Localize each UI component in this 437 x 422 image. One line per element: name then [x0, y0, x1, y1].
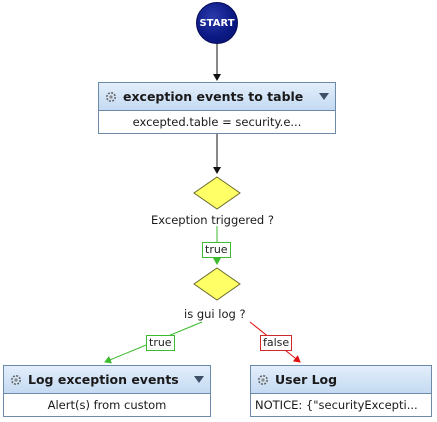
edge-label-true: true: [146, 335, 175, 351]
node-body: excepted.table = security.e...: [132, 115, 302, 129]
node-title: Log exception events: [28, 372, 179, 387]
chevron-down-icon[interactable]: [194, 376, 204, 383]
start-label: START: [199, 17, 235, 29]
gear-icon: [11, 374, 21, 385]
edge-label-false: false: [260, 335, 293, 351]
node-title: exception events to table: [123, 89, 304, 104]
condition-diamond-exception-triggered: [193, 176, 241, 210]
edge-label-true: true: [202, 242, 231, 258]
node-user-log[interactable]: User Log NOTICE: {"securityExcepti...: [250, 365, 432, 417]
start-node[interactable]: START: [196, 2, 238, 44]
node-log-exception-events[interactable]: Log exception events Alert(s) from custo…: [3, 365, 211, 417]
node-header[interactable]: User Log: [251, 366, 431, 394]
condition-label-is-gui-log: is gui log ?: [184, 307, 246, 321]
condition-label-exception-triggered: Exception triggered ?: [151, 213, 274, 227]
node-body: NOTICE: {"securityExcepti...: [255, 398, 418, 412]
gear-icon: [106, 91, 116, 102]
node-body: Alert(s) from custom: [47, 398, 167, 412]
chevron-down-icon[interactable]: [319, 93, 329, 100]
gear-icon: [258, 374, 268, 385]
node-exception-events-to-table[interactable]: exception events to table excepted.table…: [98, 82, 336, 134]
node-header[interactable]: exception events to table: [99, 83, 335, 111]
node-header[interactable]: Log exception events: [4, 366, 210, 394]
condition-diamond-is-gui-log: [193, 267, 241, 301]
node-title: User Log: [275, 372, 338, 387]
